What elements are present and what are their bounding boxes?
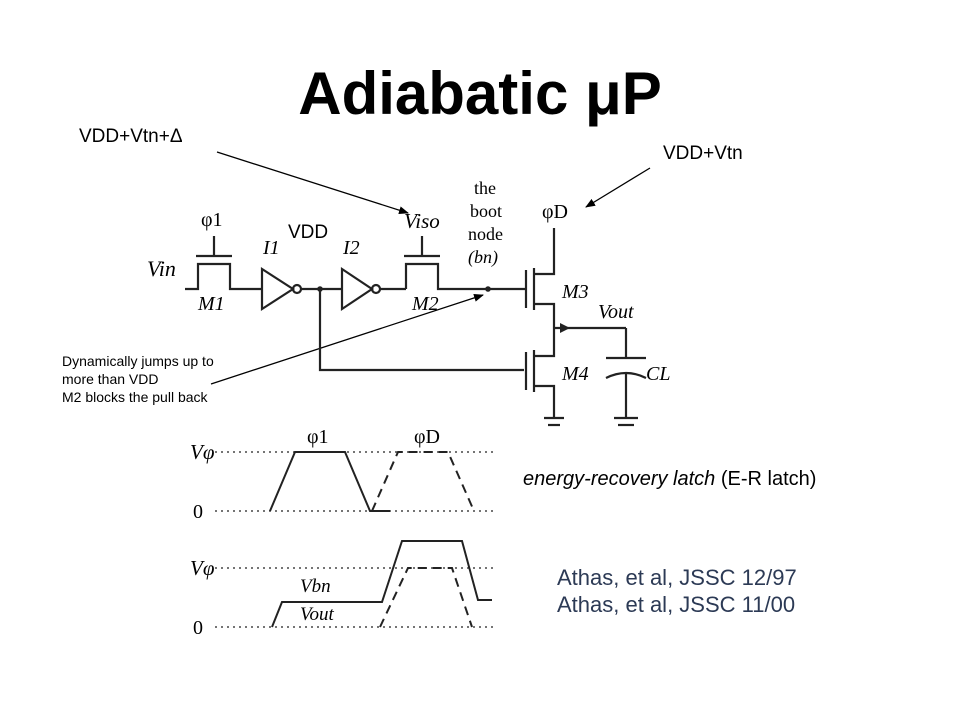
circuit-boot-1: the [474,178,496,198]
reference-1: Athas, et al, JSSC 12/97 [557,565,797,590]
circuit-phi1: φ1 [201,209,223,231]
cl-bottom-plate [605,371,647,379]
m3-drain [534,228,556,276]
note-line-1: Dynamically jumps up to [62,353,214,369]
inverter-i2 [340,266,374,312]
circuit-m1: M1 [197,293,225,315]
circuit-boot-2: boot [470,201,502,221]
m4-source [534,384,556,418]
waveform-vbn-label: Vbn [300,576,331,597]
circuit-m3: M3 [561,281,589,303]
m4-drain [534,328,556,358]
circuit-cl: CL [646,363,670,385]
m1-transistor [185,262,262,291]
waveform-phid-label: φD [414,426,440,448]
note-line-2: more than VDD [62,371,159,387]
page-title: Adiabatic μP [298,60,662,127]
waveform-vbn [271,540,492,628]
circuit-i2: I2 [342,237,360,259]
label-vdd: VDD [288,222,329,243]
arrow-to-boot-node [210,293,484,385]
arrow-to-viso [216,151,409,215]
inverter-i1 [260,266,296,312]
vout-arrowhead [560,323,570,333]
waveform-2-vphi: Vφ [190,556,215,580]
waveform-phid [371,451,475,512]
circuit-m2: M2 [411,293,439,315]
label-vdd-vtn-delta: VDD+Vtn+Δ [79,126,183,147]
circuit-vout: Vout [598,301,634,323]
waveform-phid-2 [379,567,473,628]
circuit-boot-4: (bn) [468,247,498,268]
circuit-viso: Viso [404,209,440,233]
note-line-3: M2 blocks the pull back [62,389,208,405]
reference-2: Athas, et al, JSSC 11/00 [557,592,796,617]
label-vdd-vtn: VDD+Vtn [663,143,743,164]
waveform-phi1-label: φ1 [307,426,329,448]
m2-transistor [404,262,526,291]
circuit-phid: φD [542,201,568,223]
junction-dot-bn [485,286,491,292]
waveform-2-zero: 0 [193,617,203,639]
circuit-boot-3: node [468,224,503,244]
waveform-vout-label: Vout [300,604,335,625]
wire-to-m4-gate [318,289,524,372]
caption-italic: energy-recovery latch [523,468,716,490]
arrow-to-phid [585,167,651,208]
junction-dot-i1 [317,286,323,292]
latch-caption: energy-recovery latch (E-R latch) [523,468,816,491]
waveform-1-zero: 0 [193,501,203,523]
waveform-1-vphi: Vφ [190,440,215,464]
caption-plain: (E-R latch) [715,468,817,490]
circuit-vin: Vin [147,256,176,281]
circuit-i1: I1 [262,237,280,259]
waveform-phi1 [269,451,390,512]
circuit-m4: M4 [561,363,589,385]
m3-source [534,302,556,328]
